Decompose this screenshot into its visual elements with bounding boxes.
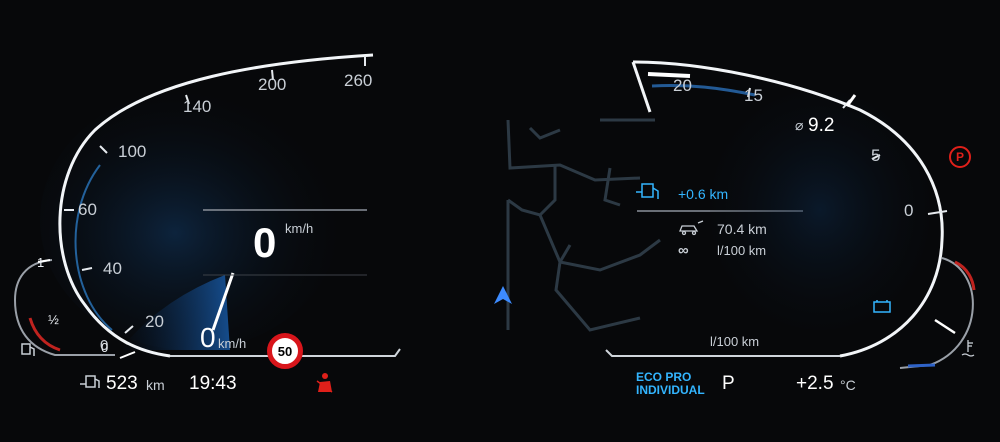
electric-distance: +0.6 km [678,186,729,202]
battery-warning-icon [873,300,891,313]
speed-scale-label: 140 [183,97,212,116]
speed-scale-label: 0 [100,337,109,354]
navigation-map [506,118,661,332]
speed-value: 0 [253,219,277,266]
drive-mode-line2: INDIVIDUAL [636,383,705,397]
speed-needle [211,272,235,331]
speed-limit-sign: 50 [267,333,303,369]
speed-scale-label: 40 [103,259,122,278]
electric-drive-icon [636,183,659,199]
consumption-gauge-arc [632,60,944,358]
consumption-ticks [747,87,948,215]
fuel-full-label: 1 [37,255,45,270]
fuel-empty-label: 0 [101,340,109,355]
consumption-scale-label: 20 [673,76,692,95]
seatbelt-warning-icon [316,373,333,393]
range-unit: km [146,377,165,393]
fuel-half-label: ½ [48,312,59,327]
temperature-needle [934,318,956,335]
clock: 19:43 [189,373,237,394]
temperature-gauge-arc [899,257,974,369]
outside-temperature: +2.5 [796,373,834,394]
consumption-scale-label: 0 [904,201,914,220]
consumption-scale-label: 5 [871,146,881,165]
speed-scale-label: 100 [118,142,147,161]
temperature-high-zone [954,260,976,291]
speedometer-inner-arc [74,164,113,331]
temperature-low-zone [907,363,936,368]
trip-distance: 70.4 km [717,221,767,237]
coolant-temperature-icon [961,340,975,357]
speedometer-arc [58,53,374,358]
fuel-gauge-arc [13,259,115,356]
consumption-baseline [605,349,840,357]
consumption-gauge-start [631,61,652,113]
range-fuel-icon [80,375,100,388]
speedometer-baseline [170,348,401,357]
fuel-level-mark [37,259,51,263]
speedometer-glow [40,90,340,350]
consumption-unit: l/100 km [717,243,767,258]
speedometer-ticks [64,56,366,334]
speed-scale-label: 260 [344,71,373,90]
consumption-fill [651,83,756,97]
speed-unit: km/h [285,221,314,236]
navigation-arrow-icon [494,286,512,304]
consumption-gauge-unit: l/100 km [710,334,760,349]
needle-speed-unit: km/h [218,336,247,351]
drive-mode-line1: ECO PRO [636,370,692,384]
infinity-icon: ∞ [678,242,689,259]
needle-sweep-glow [120,275,230,350]
fuel-reserve-zone [28,317,61,352]
car-trip-icon [679,220,704,236]
speed-limit-value: 50 [277,343,293,359]
parking-brake-icon: P [949,146,971,168]
range-value: 523 [106,373,138,394]
speed-scale-label: 20 [145,312,164,331]
fuel-needle [119,351,136,359]
fuel-pump-icon [21,343,35,356]
consumption-top-mark [647,72,691,78]
speed-scale-label: 60 [78,200,97,219]
temperature-unit: °C [840,377,856,393]
gear-indicator: P [722,373,735,394]
average-icon: ⌀ [795,117,804,133]
speed-scale-label: 200 [258,75,287,94]
needle-speed-value: 0 [200,322,216,353]
average-consumption: 9.2 [808,115,835,136]
consumption-scale-label: 15 [744,86,763,105]
consumption-needle [845,94,857,107]
consumption-gauge-glow [710,90,930,330]
